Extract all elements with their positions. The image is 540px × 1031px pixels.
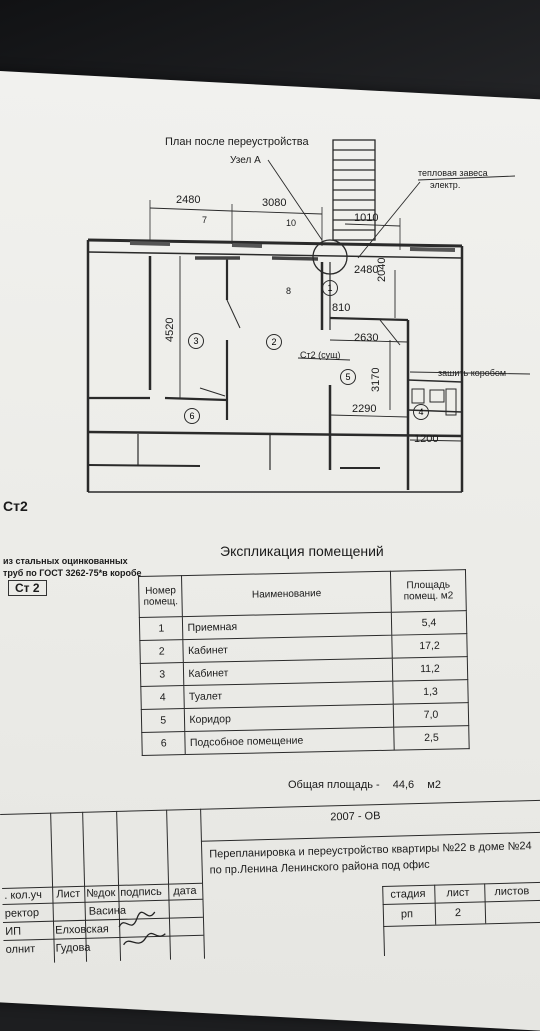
project-code: 2007 - ОВ <box>330 810 381 824</box>
row-area: 1,3 <box>392 679 469 705</box>
dim-1200: 1200 <box>414 433 439 445</box>
row-num: 6 <box>141 731 186 756</box>
row-area: 17,2 <box>391 633 468 659</box>
dim-2630: 2630 <box>354 332 379 344</box>
role-0: ректор <box>4 907 40 920</box>
plan-title: План после переустройства <box>165 136 309 148</box>
person-2: Гудова <box>55 941 91 955</box>
stage-label: стадия <box>390 887 426 901</box>
explication-table: Номер помещ. Наименование Площадь помещ.… <box>138 569 470 756</box>
floor-plan <box>86 139 531 493</box>
row-area: 5,4 <box>391 610 467 636</box>
total-unit: м2 <box>427 779 441 791</box>
dim-2040: 2040 <box>376 257 388 282</box>
row-area: 11,2 <box>392 656 468 682</box>
wc-label: Ст2 (сущ) <box>300 350 341 360</box>
row-num: 3 <box>140 662 185 687</box>
role-2: олнит <box>5 943 36 956</box>
project-title-1: Перепланировка и переустройство квартиры… <box>209 840 532 861</box>
header-num: Номер помещ. <box>138 575 183 618</box>
total-value: 44,6 <box>392 779 415 791</box>
mark-10: 10 <box>286 218 297 228</box>
total-label: Общая площадь - <box>288 779 380 791</box>
row-name: Подсобное помещение <box>185 727 395 755</box>
row-area: 2,5 <box>393 725 470 751</box>
dim-2480-mid: 2480 <box>354 264 379 276</box>
col-header-3: подпись <box>120 885 162 899</box>
room-marker-5: 5 <box>340 369 356 385</box>
header-area: Площадь помещ. м2 <box>390 569 467 613</box>
total-area: Общая площадь - 44,6 м2 <box>288 779 441 791</box>
dim-1010: 1010 <box>354 212 379 224</box>
mark-7: 7 <box>202 215 208 225</box>
sheet-value: 2 <box>454 906 462 920</box>
sheets-label: листов <box>494 885 530 899</box>
stairs <box>332 139 376 241</box>
row-num: 2 <box>139 639 184 664</box>
header-name: Наименование <box>181 571 392 617</box>
person-1: Елховская <box>55 923 109 937</box>
room-marker-6: 6 <box>184 408 200 424</box>
room-marker-4: 4 <box>413 404 429 420</box>
note-line-3: Ст 2 <box>8 580 47 596</box>
room-marker-2: 2 <box>266 334 282 350</box>
dim-2290: 2290 <box>352 403 377 415</box>
document: План после переустройства Узел А теплова… <box>0 136 540 963</box>
room-marker-3: 3 <box>188 333 204 349</box>
col-header-0: . кол.уч <box>4 888 43 902</box>
dim-2480-top: 2480 <box>176 194 201 206</box>
sheet-label: лист <box>446 886 470 900</box>
dim-3170: 3170 <box>370 367 382 392</box>
row-num: 4 <box>140 685 185 710</box>
col-header-2: №док <box>86 887 116 900</box>
col-header-1: Лист <box>56 887 81 901</box>
title-block: 2007 - ОВ Перепланировка и переустройств… <box>0 794 540 963</box>
explication-title: Экспликация помещений <box>220 543 384 559</box>
dim-3080: 3080 <box>262 197 287 209</box>
row-num: 5 <box>141 708 186 733</box>
project-title-2: по пр.Ленина Ленинского района под офис <box>209 858 430 877</box>
dim-4520: 4520 <box>164 317 176 342</box>
row-num: 1 <box>139 616 184 641</box>
col-header-4: дата <box>173 884 197 898</box>
sew-box-label: зашить коробом <box>438 368 507 378</box>
heat-curtain-label-2: электр. <box>430 180 461 190</box>
note-line-1: из стальных оцинкованных <box>3 556 128 566</box>
row-area: 7,0 <box>393 702 469 728</box>
mark-8: 8 <box>286 286 292 296</box>
st2-label: Ст2 <box>3 498 28 514</box>
heat-curtain-label: тепловая завеса <box>418 168 488 178</box>
role-1: ИП <box>5 925 22 938</box>
node-label: Узел А <box>230 155 261 166</box>
stage-value: рп <box>400 908 414 921</box>
room-marker-1: 1 <box>322 280 338 296</box>
handwritten-signature-icon <box>118 911 166 946</box>
note-line-2: труб по ГОСТ 3262-75*в коробе <box>3 568 142 578</box>
dim-810: 810 <box>332 302 351 314</box>
table-header-row: Номер помещ. Наименование Площадь помещ.… <box>138 569 467 618</box>
